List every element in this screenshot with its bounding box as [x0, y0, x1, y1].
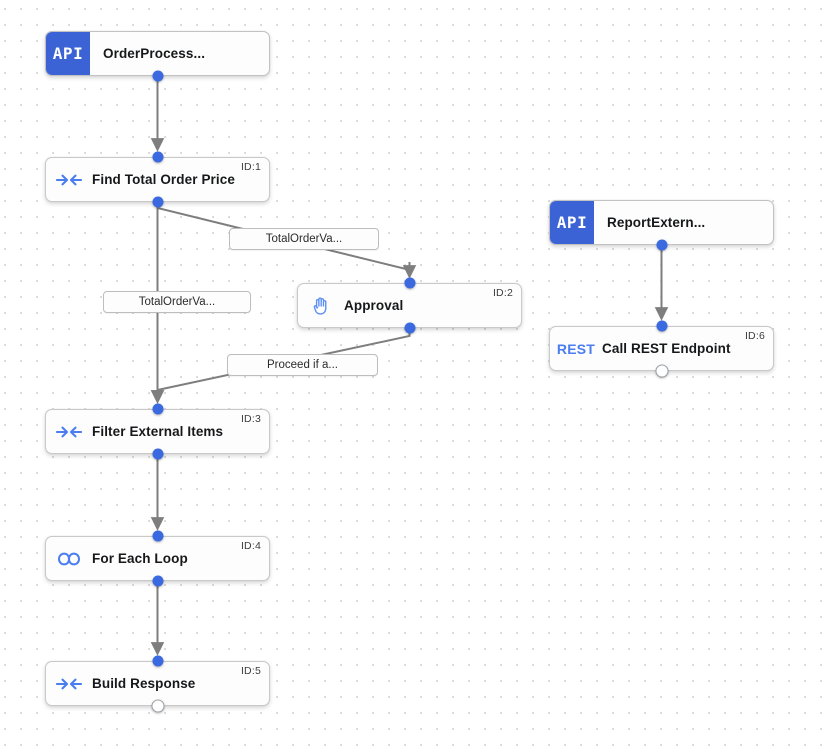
- handle-target-approval[interactable]: [404, 277, 415, 289]
- node-title: ReportExtern...: [607, 215, 706, 230]
- handle-source-filter-external-items[interactable]: [152, 448, 163, 460]
- node-title: Build Response: [92, 676, 196, 691]
- transform-arrows-icon: [46, 158, 92, 201]
- handle-target-for-each-loop[interactable]: [152, 530, 163, 542]
- handle-source-order-process[interactable]: [152, 70, 163, 82]
- node-title: Filter External Items: [92, 424, 224, 439]
- node-order-process[interactable]: API OrderProcess...: [45, 31, 270, 76]
- node-report-extern[interactable]: API ReportExtern...: [549, 200, 774, 245]
- node-id-label: ID:3: [240, 413, 261, 425]
- handle-source-approval[interactable]: [404, 322, 415, 334]
- node-id-label: ID:2: [492, 287, 513, 299]
- handle-target-find-total-order-price[interactable]: [152, 151, 163, 163]
- handle-source-report-extern[interactable]: [656, 239, 667, 251]
- node-id-label: ID:5: [240, 665, 261, 677]
- transform-arrows-icon: [46, 662, 92, 705]
- node-title: Find Total Order Price: [92, 172, 235, 187]
- handle-target-filter-external-items[interactable]: [152, 403, 163, 415]
- api-badge-icon: API: [46, 32, 90, 75]
- handle-target-build-response[interactable]: [152, 655, 163, 667]
- node-title: Approval: [344, 298, 404, 313]
- node-id-label: ID:1: [240, 161, 261, 173]
- node-title: OrderProcess...: [103, 46, 206, 61]
- node-for-each-loop[interactable]: For Each Loop ID:4: [45, 536, 270, 581]
- node-approval[interactable]: Approval ID:2: [297, 283, 522, 328]
- node-id-label: ID:4: [240, 540, 261, 552]
- handle-source-build-response[interactable]: [151, 699, 164, 713]
- node-find-total-order-price[interactable]: Find Total Order Price ID:1: [45, 157, 270, 202]
- rest-label-icon: REST: [556, 340, 596, 357]
- edge-label-total-order-value-2[interactable]: TotalOrderVa...: [103, 291, 251, 313]
- node-id-label: ID:6: [744, 330, 765, 342]
- edge-label-total-order-value-1[interactable]: TotalOrderVa...: [229, 228, 379, 250]
- infinity-loop-icon: [46, 537, 92, 580]
- handle-source-call-rest-endpoint[interactable]: [655, 364, 668, 378]
- node-title: Call REST Endpoint: [602, 341, 731, 356]
- handle-source-for-each-loop[interactable]: [152, 575, 163, 587]
- edge-label-proceed-if-approved[interactable]: Proceed if a...: [227, 354, 378, 376]
- node-filter-external-items[interactable]: Filter External Items ID:3: [45, 409, 270, 454]
- handle-target-call-rest-endpoint[interactable]: [656, 320, 667, 332]
- hand-icon: [298, 284, 344, 327]
- handle-source-find-total-order-price[interactable]: [152, 196, 163, 208]
- api-badge-icon: API: [550, 201, 594, 244]
- transform-arrows-icon: [46, 410, 92, 453]
- node-title: For Each Loop: [92, 551, 188, 566]
